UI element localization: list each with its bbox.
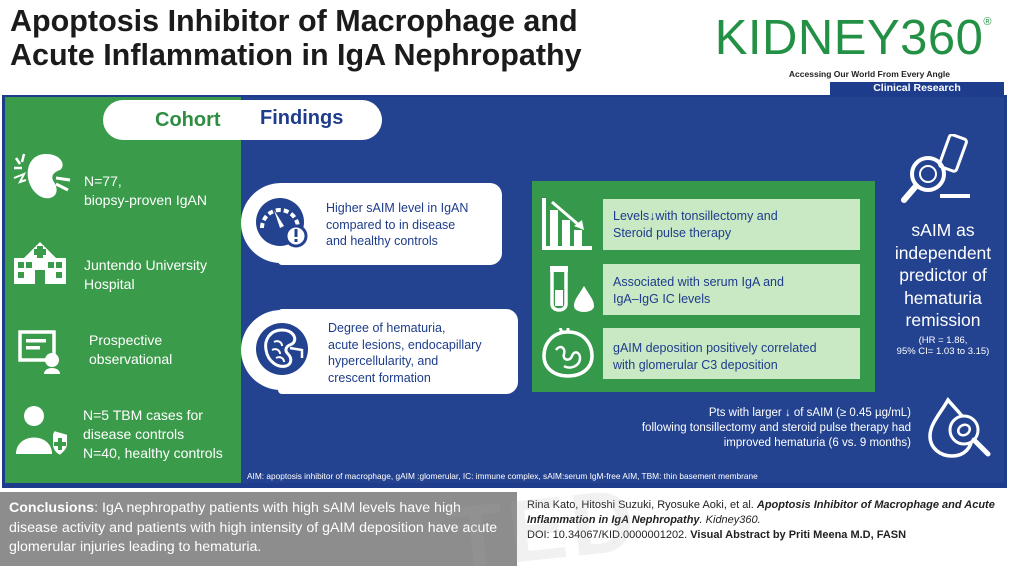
citation-article: Apoptosis Inhibitor of Macrophage and Ac… bbox=[527, 499, 995, 526]
finding-deposition-card bbox=[603, 328, 860, 379]
citation-box: Rina Kato, Hitoshi Suzuki, Ryosuke Aoki,… bbox=[521, 492, 1009, 566]
title-line-2: Acute Inflammation in IgA Nephropathy bbox=[10, 38, 582, 72]
blood-drop-cell-icon bbox=[928, 396, 991, 458]
gauge-alert-icon bbox=[256, 198, 308, 248]
hospital-icon bbox=[14, 242, 66, 284]
predictor-statistics: (HR = 1.86, 95% CI= 1.03 to 3.15) bbox=[896, 335, 990, 357]
citation-doi: DOI: 10.34067/KID.0000001202. bbox=[527, 529, 691, 541]
finding-association-text: Associated with serum IgA and IgA–IgG IC… bbox=[613, 275, 784, 306]
certificate-icon bbox=[18, 330, 60, 374]
tab-cohort: Cohort bbox=[103, 100, 249, 140]
kidney-icon bbox=[13, 153, 71, 199]
cohort-item-controls: N=5 TBM cases for disease controls N=40,… bbox=[83, 407, 223, 461]
conclusion-text: : IgA nephropathy patients with high sAI… bbox=[9, 500, 498, 555]
citation-journal: . Kidney360. bbox=[699, 514, 761, 526]
kidney-cross-section-icon bbox=[256, 323, 308, 375]
conclusion-label: Conclusions bbox=[9, 500, 95, 516]
declining-bar-chart-icon bbox=[542, 198, 592, 250]
finding-text-hematuria: Degree of hematuria, acute lesions, endo… bbox=[328, 321, 482, 385]
finding-association-card bbox=[603, 264, 860, 315]
title-line-1: Apoptosis Inhibitor of Macrophage and bbox=[10, 4, 578, 38]
citation-authors: Rina Kato, Hitoshi Suzuki, Ryosuke Aoki,… bbox=[527, 499, 757, 511]
registered-mark: ® bbox=[983, 16, 992, 28]
glomerulus-icon bbox=[542, 328, 594, 378]
tab-findings: Findings bbox=[242, 100, 382, 140]
journal-tagline: Accessing Our World From Every Angle bbox=[788, 69, 950, 79]
abbreviations-footnote: AIM: apoptosis inhibitor of macrophage, … bbox=[247, 471, 758, 481]
predictor-heading: sAIM as independent predictor of hematur… bbox=[894, 220, 992, 330]
finding-levels-card bbox=[603, 199, 860, 250]
cohort-item-size: N=77, biopsy-proven IgAN bbox=[84, 173, 207, 208]
citation-credit: Visual Abstract by Priti Meena M.D, FASN bbox=[690, 529, 907, 541]
finding-text-higher-saim: Higher sAIM level in IgAN compared to in… bbox=[326, 201, 469, 248]
patients-icon bbox=[16, 406, 69, 458]
cohort-item-site: Juntendo University Hospital bbox=[84, 257, 207, 292]
category-badge: Clinical Research bbox=[830, 82, 1004, 95]
patient-outcome-text: Pts with larger ↓ of sAIM (≥ 0.45 µg/mL)… bbox=[641, 407, 911, 449]
microscope-search-icon bbox=[901, 134, 970, 203]
page-title: Apoptosis Inhibitor of Macrophage and Ac… bbox=[10, 4, 670, 72]
journal-name: KIDNEY360® bbox=[714, 11, 992, 65]
finding-levels-text: Levels↓with tonsillectomy and Steroid pu… bbox=[613, 209, 778, 240]
journal-logo: KIDNEY360® Accessing Our World From Ever… bbox=[715, 12, 1006, 80]
conclusion-box: Conclusions: IgA nephropathy patients wi… bbox=[0, 492, 517, 566]
blood-tube-icon bbox=[550, 266, 594, 312]
cohort-item-design: Prospective observational bbox=[89, 332, 173, 367]
finding-deposition-text: gAIM deposition positively correlated wi… bbox=[613, 341, 817, 372]
